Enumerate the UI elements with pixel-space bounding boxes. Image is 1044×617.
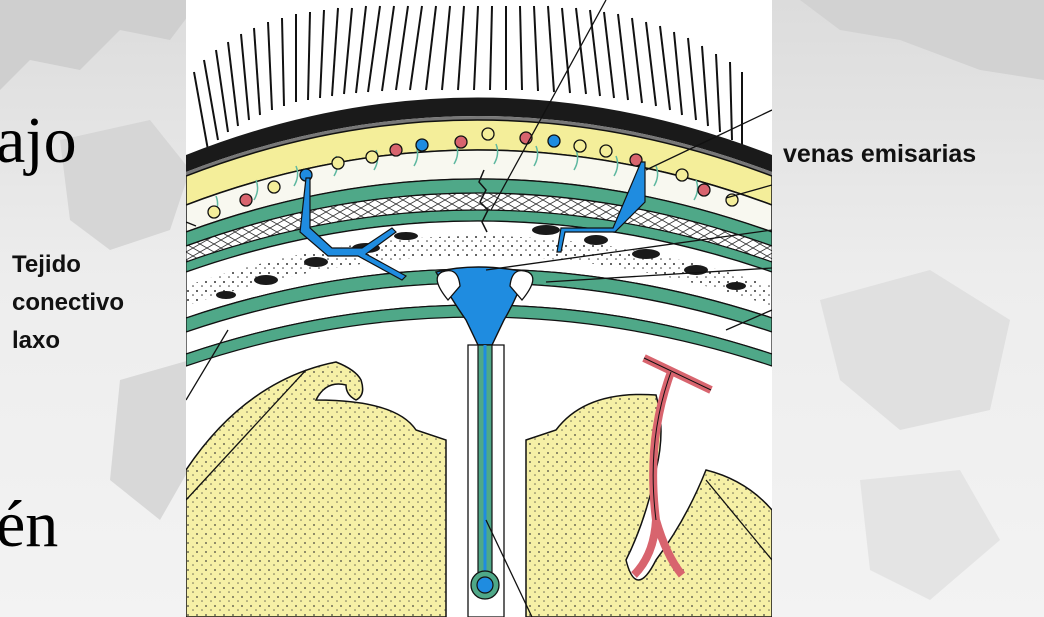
label-line: Tejido — [12, 246, 124, 284]
label-tejido-conectivo-laxo: Tejido conectivo laxo — [12, 246, 124, 360]
label-line: laxo — [12, 322, 124, 360]
partial-text-bottom: én — [0, 492, 58, 558]
label-line: conectivo — [12, 284, 124, 322]
label-venas-emisarias: venas emisarias — [783, 140, 976, 169]
partial-text-top: ajo — [0, 108, 77, 174]
meninges-diagram — [186, 0, 772, 617]
